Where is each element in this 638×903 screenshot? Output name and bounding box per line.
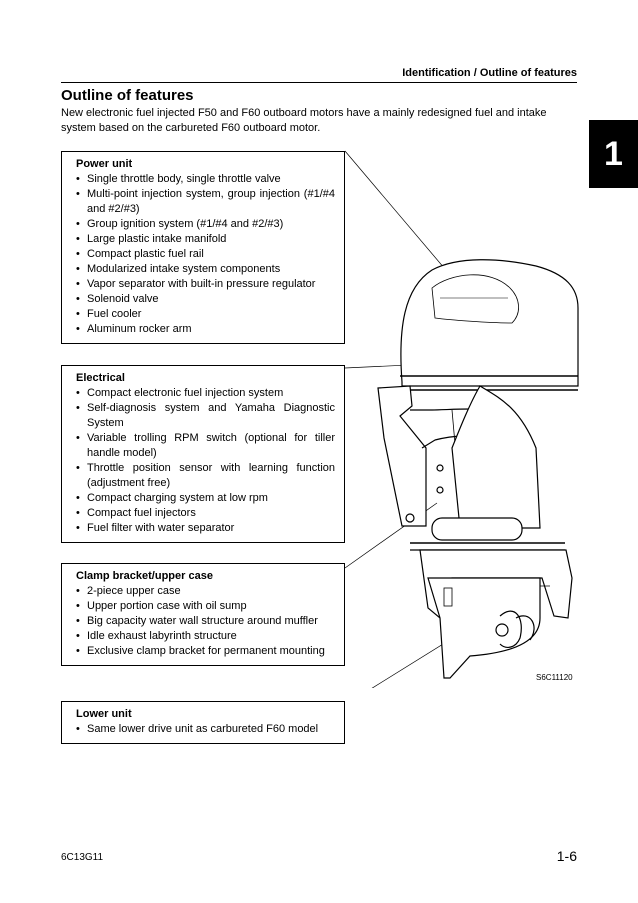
- feature-item: Upper portion case with oil sump: [76, 599, 335, 614]
- top-cowling: [400, 259, 579, 391]
- feature-item: Solenoid valve: [76, 292, 335, 307]
- box-title: Lower unit: [76, 708, 132, 720]
- clamp-bracket-box: Clamp bracket/upper case 2-piece upper c…: [61, 563, 345, 666]
- footer-doc-code: 6C13G11: [61, 852, 104, 863]
- box-title: Power unit: [76, 158, 133, 170]
- section-title: Outline of features: [61, 87, 194, 104]
- feature-item: Compact fuel injectors: [76, 506, 335, 521]
- feature-item: Compact charging system at low rpm: [76, 491, 335, 506]
- page-number: 1-6: [556, 848, 577, 864]
- feature-item: Single throttle body, single throttle va…: [76, 172, 335, 187]
- header-rule: [61, 82, 577, 83]
- chapter-tab: 1: [589, 120, 638, 188]
- box-title: Electrical: [76, 372, 125, 384]
- feature-item: Compact electronic fuel injection system: [76, 386, 335, 401]
- feature-item: Fuel filter with water separator: [76, 521, 335, 536]
- feature-item: Big capacity water wall structure around…: [76, 614, 335, 629]
- feature-item: Exclusive clamp bracket for permanent mo…: [76, 644, 335, 659]
- feature-item: Modularized intake system components: [76, 262, 335, 277]
- feature-item: Throttle position sensor with learning f…: [76, 461, 335, 491]
- lower-unit-box: Lower unit Same lower drive unit as carb…: [61, 701, 345, 744]
- feature-item: Group ignition system (#1/#4 and #2/#3): [76, 217, 335, 232]
- feature-item: Variable trolling RPM switch (optional f…: [76, 431, 335, 461]
- feature-item: Vapor separator with built-in pressure r…: [76, 277, 335, 292]
- intro-text: New electronic fuel injected F50 and F60…: [61, 107, 547, 134]
- feature-item: Same lower drive unit as carbureted F60 …: [76, 722, 335, 737]
- outboard-motor-illustration: [344, 150, 579, 688]
- electrical-box: Electrical Compact electronic fuel injec…: [61, 365, 345, 543]
- feature-item: Fuel cooler: [76, 307, 335, 322]
- feature-item: Compact plastic fuel rail: [76, 247, 335, 262]
- feature-item: Aluminum rocker arm: [76, 322, 335, 337]
- feature-item: Idle exhaust labyrinth structure: [76, 629, 335, 644]
- figure-code: S6C11120: [536, 673, 573, 682]
- power-unit-box: Power unit Single throttle body, single …: [61, 151, 345, 344]
- feature-item: Multi-point injection system, group inje…: [76, 187, 335, 217]
- upper-case: [410, 385, 573, 620]
- feature-item: Self-diagnosis system and Yamaha Diagnos…: [76, 401, 335, 431]
- feature-item: Large plastic intake manifold: [76, 232, 335, 247]
- header-title: Identification / Outline of features: [402, 67, 577, 79]
- feature-item: 2-piece upper case: [76, 584, 335, 599]
- box-title: Clamp bracket/upper case: [76, 570, 213, 582]
- lower-unit: [427, 577, 541, 679]
